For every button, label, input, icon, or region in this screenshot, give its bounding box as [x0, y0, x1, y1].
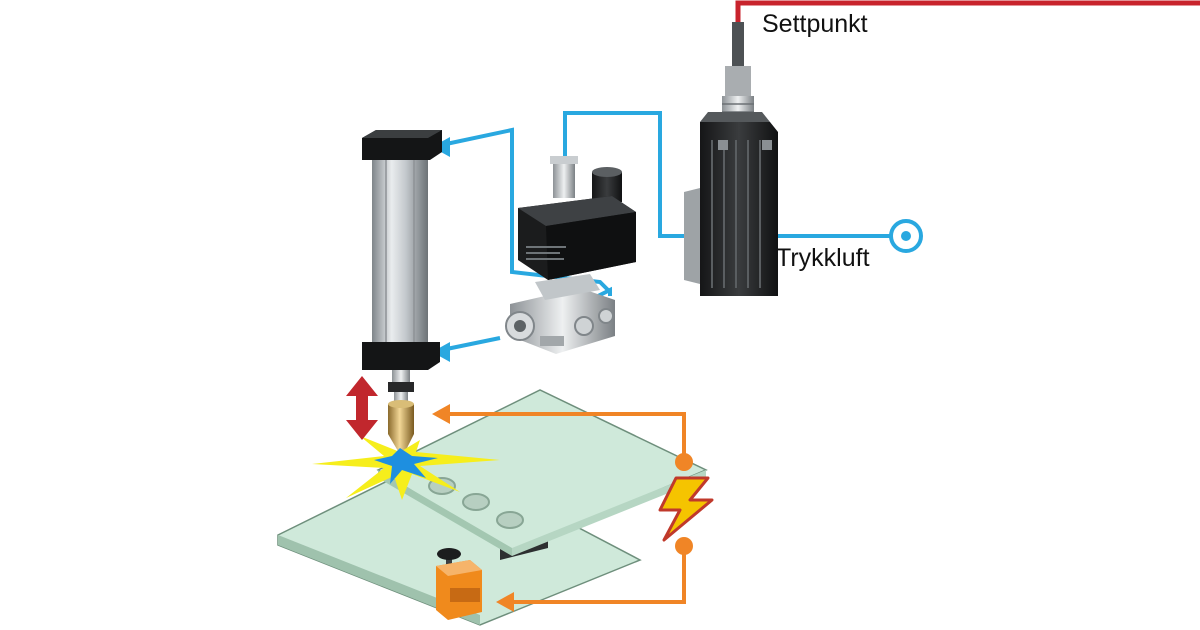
lightning-icon: [658, 476, 714, 542]
weld-spark-icon: [312, 436, 500, 500]
pneumatic-cylinder-icon: [362, 130, 442, 404]
electrical-circuit: [432, 404, 693, 612]
air-lines: [431, 111, 896, 362]
pressure-regulator-icon: [684, 22, 778, 296]
compressed-air-label: Trykkluft: [776, 244, 870, 272]
workpiece-sheets: [277, 389, 708, 626]
ground-clamp-icon: [436, 548, 482, 620]
up-down-arrow-icon: [346, 376, 378, 440]
solenoid-valve-icon: [505, 156, 636, 354]
air-supply-port-icon: [889, 219, 923, 253]
setpoint-label: Settpunkt: [762, 10, 868, 38]
electrode-tip-icon: [388, 400, 414, 458]
